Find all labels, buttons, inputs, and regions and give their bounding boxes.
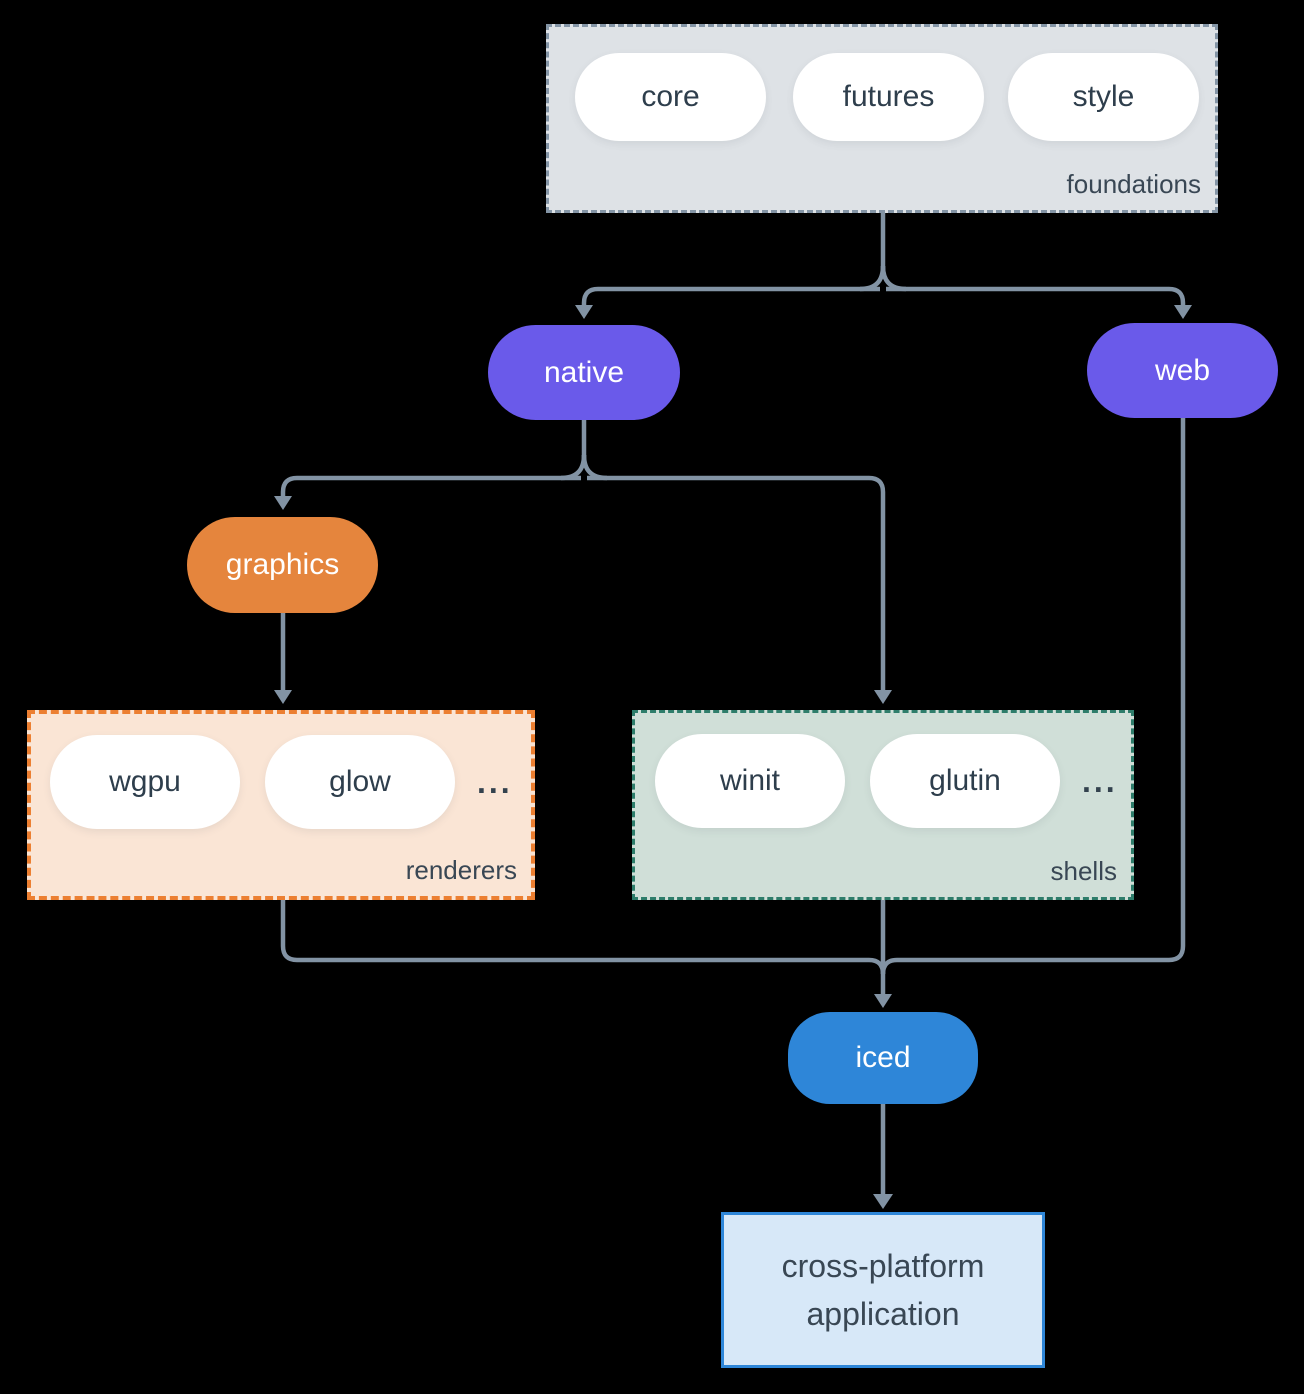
edge-foundations-flare-left (859, 265, 886, 292)
node-graphics-label: graphics (225, 548, 340, 581)
node-native: native (488, 325, 680, 420)
arrowhead-renderers (274, 690, 292, 704)
node-futures-label: futures (842, 80, 935, 113)
node-wgpu: wgpu (50, 735, 240, 829)
arrowhead-shells (874, 690, 892, 704)
shells-ellipsis: ... (1082, 762, 1118, 799)
node-style: style (1008, 53, 1199, 141)
arrowhead-graphics (274, 496, 292, 510)
edge-native-flare-left (560, 454, 587, 481)
arrowhead-web (1174, 305, 1192, 319)
group-renderers-label: renderers (405, 855, 517, 885)
arrowhead-iced (874, 994, 892, 1008)
group-foundations-label: foundations (1066, 169, 1201, 199)
group-shells: winit glutin ... shells (632, 710, 1134, 900)
node-glow-label: glow (329, 765, 391, 798)
arrowhead-native (575, 305, 593, 319)
node-glow: glow (265, 735, 455, 829)
edge-native-flare-right (581, 454, 608, 481)
application-label-line2: application (806, 1296, 960, 1332)
node-winit: winit (655, 734, 845, 828)
node-style-label: style (1072, 80, 1135, 113)
node-iced-label: iced (855, 1041, 911, 1074)
edge-native-to-graphics (280, 475, 581, 497)
node-wgpu-label: wgpu (109, 765, 181, 798)
node-glutin: glutin (870, 734, 1060, 828)
node-glutin-label: glutin (929, 764, 1001, 797)
arrowhead-application (873, 1194, 893, 1209)
edge-renderers-to-merge (280, 900, 886, 975)
group-shells-label: shells (1050, 856, 1117, 886)
group-foundations: core futures style foundations (546, 24, 1218, 213)
group-renderers: wgpu glow ... renderers (27, 710, 535, 900)
node-futures: futures (793, 53, 984, 141)
node-core-label: core (641, 80, 700, 113)
edge-native-to-shells (587, 475, 886, 690)
node-core: core (575, 53, 766, 141)
renderers-ellipsis: ... (477, 763, 513, 800)
node-native-label: native (543, 355, 625, 389)
node-web-label: web (1154, 353, 1211, 387)
node-web: web (1087, 323, 1278, 418)
node-winit-label: winit (719, 764, 780, 797)
node-iced: iced (788, 1012, 978, 1104)
node-graphics: graphics (187, 517, 378, 613)
application-label-line1: cross-platform (781, 1248, 985, 1284)
edge-foundations-to-web (886, 286, 1186, 306)
node-application: cross-platform application (721, 1212, 1045, 1368)
edge-foundations-to-native (581, 286, 880, 306)
edge-foundations-flare-right (880, 265, 907, 292)
